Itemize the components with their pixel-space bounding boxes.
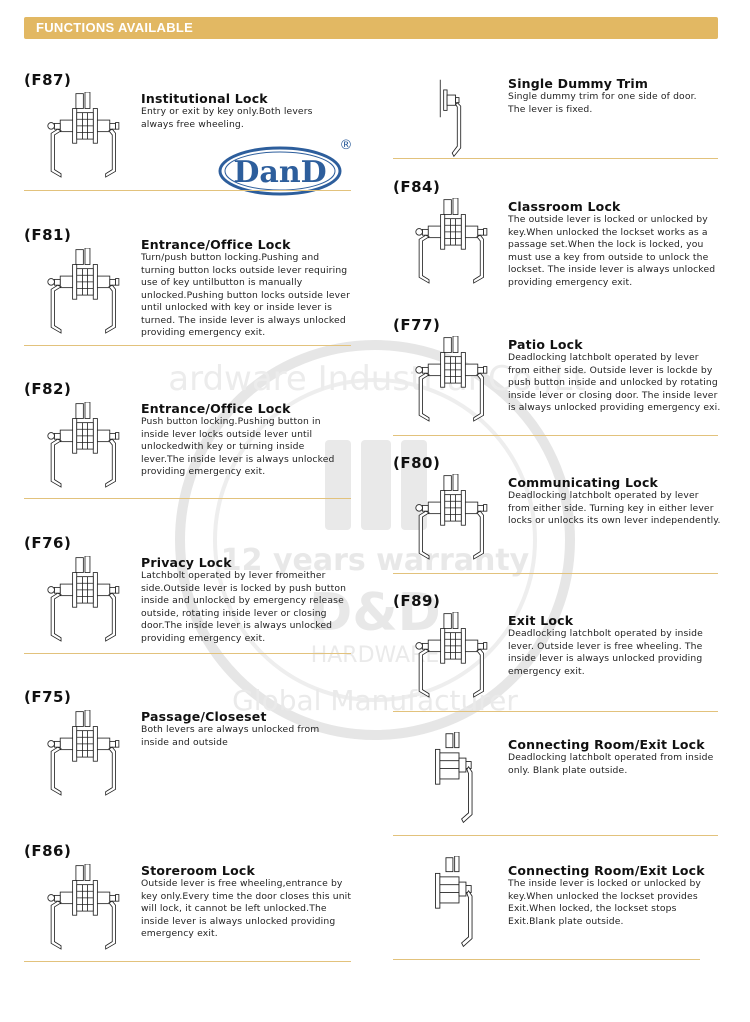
- divider: [393, 435, 718, 436]
- function-desc-f89: Deadlocking latchbolt operated by inside…: [508, 628, 703, 677]
- function-desc-f76: Latchbolt operated by lever fromeither s…: [141, 570, 347, 644]
- double-lever-lock-icon: [30, 710, 140, 805]
- double-lever-lock-icon: [398, 474, 508, 569]
- function-title-f82: Entrance/Office Lock: [141, 401, 291, 416]
- function-code-f77: (F77): [393, 316, 441, 334]
- function-desc-f87: Entry or exit by key only.Both levers al…: [141, 106, 313, 130]
- single-lever-blank-plate-icon: [425, 856, 493, 956]
- double-lever-lock-icon: [30, 864, 140, 959]
- divider: [24, 345, 351, 346]
- divider: [393, 959, 700, 960]
- logo-text: DanD: [233, 155, 326, 190]
- function-desc-f77: Deadlocking latchbolt operated by lever …: [508, 352, 721, 413]
- function-desc-connecting-1: Deadlocking latchbolt operated from insi…: [508, 752, 714, 776]
- divider: [393, 573, 718, 574]
- single-dummy-lever-icon: [432, 78, 486, 176]
- function-code-f75: (F75): [24, 688, 72, 706]
- double-lever-lock-icon: [398, 198, 508, 293]
- double-lever-lock-icon: [30, 248, 140, 343]
- function-title-f76: Privacy Lock: [141, 555, 232, 570]
- divider: [24, 498, 351, 499]
- divider: [24, 653, 351, 654]
- double-lever-lock-icon: [30, 92, 140, 187]
- function-desc-connecting-2: The inside lever is locked or unlocked b…: [508, 878, 702, 927]
- function-code-f86: (F86): [24, 842, 72, 860]
- function-desc-f86: Outside lever is free wheeling,entrance …: [141, 878, 352, 939]
- function-code-f76: (F76): [24, 534, 72, 552]
- double-lever-lock-icon: [30, 556, 140, 651]
- brand-logo: DanD ®: [218, 138, 353, 196]
- double-lever-lock-icon: [30, 402, 140, 497]
- function-desc-f82: Push button locking.Pushing button in in…: [141, 416, 335, 477]
- function-title-dummy: Single Dummy Trim: [508, 76, 649, 91]
- function-code-f80: (F80): [393, 454, 441, 472]
- logo-registered-mark: ®: [340, 138, 353, 153]
- function-code-f81: (F81): [24, 226, 72, 244]
- function-title-f89: Exit Lock: [508, 613, 574, 628]
- function-title-f81: Entrance/Office Lock: [141, 237, 291, 252]
- function-title-f87: Institutional Lock: [141, 91, 268, 106]
- divider: [24, 190, 351, 191]
- function-desc-f80: Deadlocking latchbolt operated by lever …: [508, 490, 721, 526]
- divider: [393, 158, 718, 159]
- double-lever-lock-icon: [398, 612, 508, 707]
- divider: [24, 961, 351, 962]
- function-desc-f81: Turn/push button locking.Pushing and tur…: [141, 252, 350, 338]
- function-title-f77: Patio Lock: [508, 337, 583, 352]
- function-title-f75: Passage/Closeset: [141, 709, 267, 724]
- function-title-connecting-2: Connecting Room/Exit Lock: [508, 863, 705, 878]
- function-desc-dummy: Single dummy trim for one side of door. …: [508, 91, 697, 115]
- function-code-f89: (F89): [393, 592, 441, 610]
- single-lever-blank-plate-icon: [425, 732, 493, 832]
- function-title-connecting-1: Connecting Room/Exit Lock: [508, 737, 705, 752]
- section-header: FUNCTIONS AVAILABLE: [24, 17, 718, 39]
- divider: [393, 711, 718, 712]
- divider: [393, 835, 718, 836]
- function-title-f80: Communicating Lock: [508, 475, 659, 490]
- function-title-f86: Storeroom Lock: [141, 863, 255, 878]
- function-code-f84: (F84): [393, 178, 441, 196]
- section-title: FUNCTIONS AVAILABLE: [36, 20, 194, 35]
- function-code-f87: (F87): [24, 71, 72, 89]
- function-title-f84: Classroom Lock: [508, 199, 621, 214]
- function-code-f82: (F82): [24, 380, 72, 398]
- function-desc-f84: The outside lever is locked or unlocked …: [508, 214, 716, 288]
- function-desc-f75: Both levers are always unlocked from ins…: [141, 724, 320, 748]
- double-lever-lock-icon: [398, 336, 508, 431]
